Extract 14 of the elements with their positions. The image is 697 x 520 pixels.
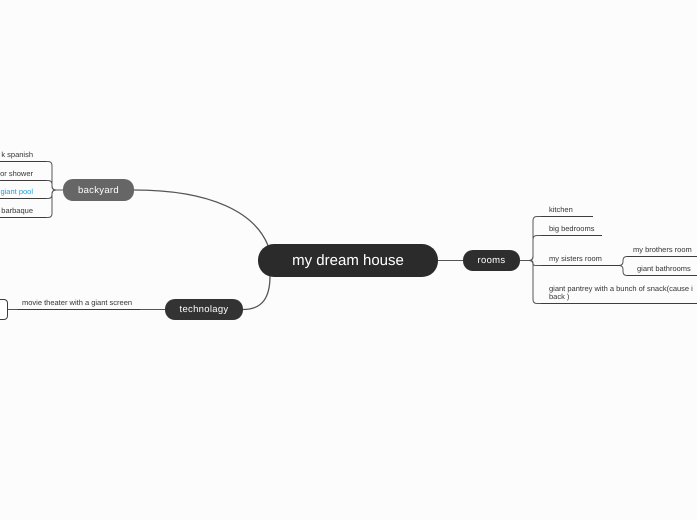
connector-line [8,309,18,310]
main-topic: technolagy [165,299,243,320]
central-topic: my dream house [258,244,438,277]
connector-line [438,260,464,261]
connector-line [140,309,166,310]
main-topic: rooms [463,250,520,271]
connector-line [618,256,628,266]
connector-line [242,276,271,310]
topic-box [0,299,8,320]
connector-line [520,260,542,304]
main-topic: backyard [63,179,134,201]
connector-line [46,190,64,218]
connector-line [618,265,628,276]
connector-line [134,189,269,246]
